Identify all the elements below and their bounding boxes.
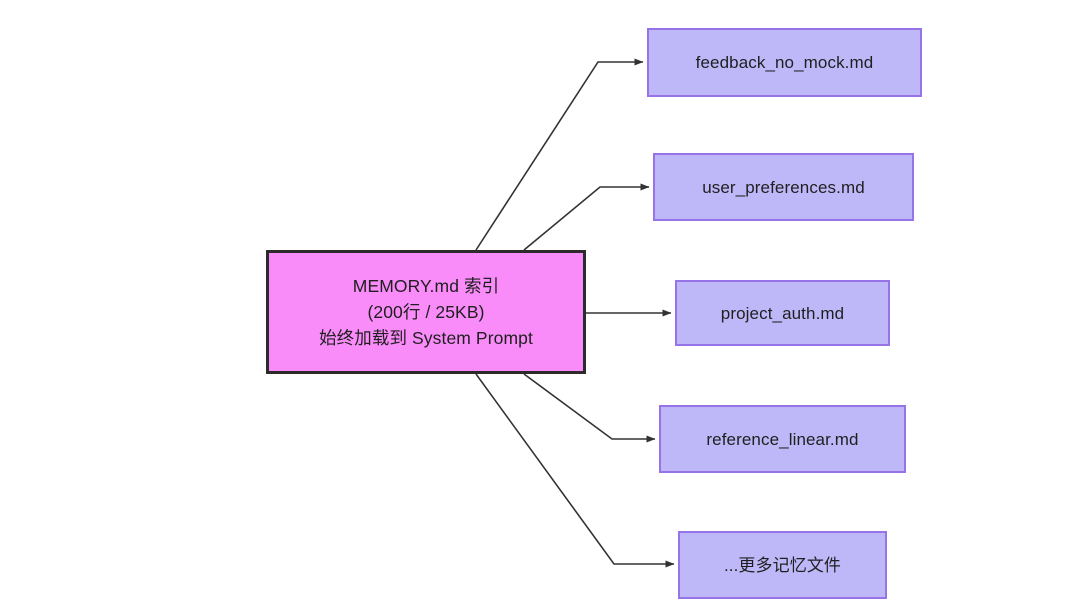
node-feedback-no-mock-label: feedback_no_mock.md [695,53,874,72]
node-project-auth[interactable]: project_auth.md [675,280,890,346]
edge-to-reference-linear [523,373,656,443]
node-reference-linear[interactable]: reference_linear.md [659,405,906,473]
node-reference-linear-label: reference_linear.md [706,429,859,449]
node-user-preferences-label: user_preferences.md [702,177,865,197]
edge-to-user-preferences [523,183,650,251]
node-feedback-no-mock[interactable]: feedback_no_mock.md [647,28,922,97]
node-user-preferences[interactable]: user_preferences.md [653,153,914,221]
node-memory-index[interactable]: MEMORY.md 索引 (200行 / 25KB) 始终加载到 System … [266,250,586,374]
node-project-auth-label: project_auth.md [720,303,845,323]
node-more-memory-files[interactable]: ...更多记忆文件 [678,531,887,599]
edge-to-feedback-no-mock [475,58,644,251]
node-memory-index-label: MEMORY.md 索引 (200行 / 25KB) 始终加载到 System … [319,276,533,348]
node-more-memory-files-label: ...更多记忆文件 [723,555,842,575]
edge-to-more-memory-files [475,373,675,568]
